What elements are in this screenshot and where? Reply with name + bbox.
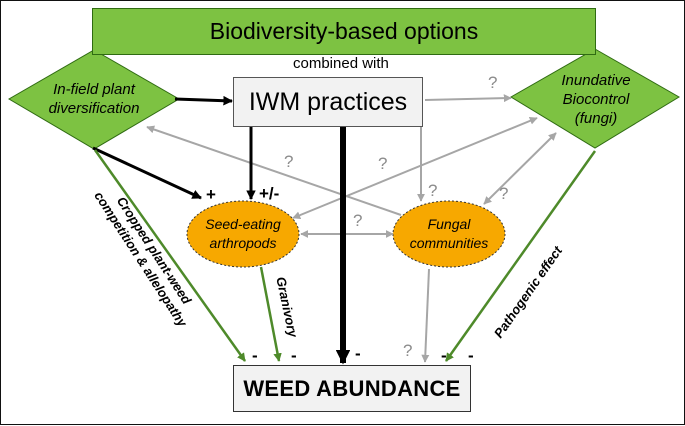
seed-eating-label-line2: arthropods [209,235,277,251]
infield-to-weed-arrow [93,149,247,362]
fungal-label: Fungal communities [393,215,505,253]
unknown-mark-iwm-fungal: ? [428,181,438,200]
minus-sign-biocontrol: - [468,346,474,365]
minus-sign-iwm: - [355,344,361,363]
biocontrol-label-line1: Inundative [561,72,631,89]
minus-sign-fungal: - [441,346,447,365]
fungal-label-line2: communities [409,235,489,251]
weed-abundance-box: WEED ABUNDANCE [233,365,471,412]
black-arrows [92,95,351,365]
unknown-mark-iwm-biocontrol: ? [488,73,498,92]
iwm-text: IWM practices [248,87,408,116]
infield-to-iwm-arrow [174,95,233,106]
infield-label-line1: In-field plant [53,81,135,98]
biocontrol-to-weed-arrow [444,150,597,362]
combined-with-label: combined with [293,55,389,72]
weed-abundance-text: WEED ABUNDANCE [243,375,461,401]
unknown-mark-biocontrol-fungal: ? [499,184,509,203]
biocontrol-label-line3: (fungi) [574,110,618,127]
unknown-mark-fungal-weed: ? [403,341,413,360]
minus-sign-granivory: - [291,346,297,365]
title-text: Biodiversity-based options [209,18,479,44]
unknown-mark-fungal-infield: ? [284,152,294,171]
seed-eating-ellipse [186,200,300,268]
biocontrol-diamond [510,48,680,149]
biocontrol-label-line2: Biocontrol [562,91,630,108]
gray-arrows [146,94,557,363]
infield-label: In-field plant diversification [29,80,159,118]
iwm-to-biocontrol-arrow [424,94,512,103]
plus-minus-sign: +/- [259,184,280,203]
seed-eating-label: Seed-eating arthropods [187,215,299,253]
biodiversity-options-box: Biodiversity-based options [92,8,596,55]
fungal-label-line1: Fungal [427,216,471,232]
infield-to-seed-eating-arrow [92,146,202,200]
seed-eating-to-weed-arrow [259,266,282,362]
minus-sign-infield: - [252,346,258,365]
iwm-practices-box: IWM practices [233,77,423,127]
plus-sign: + [206,185,216,204]
seed-eating-label-line1: Seed-eating [205,216,281,232]
fungal-to-weed-arrow [421,268,430,363]
green-arrows [93,149,597,362]
biocontrol-fungal-arrow [483,132,557,205]
infield-label-line2: diversification [48,100,140,117]
unknown-mark-seed-fungal: ? [353,211,363,230]
biocontrol-label: Inundative Biocontrol (fungi) [541,71,651,128]
unknown-mark-biocontrol-seed: ? [378,154,388,173]
